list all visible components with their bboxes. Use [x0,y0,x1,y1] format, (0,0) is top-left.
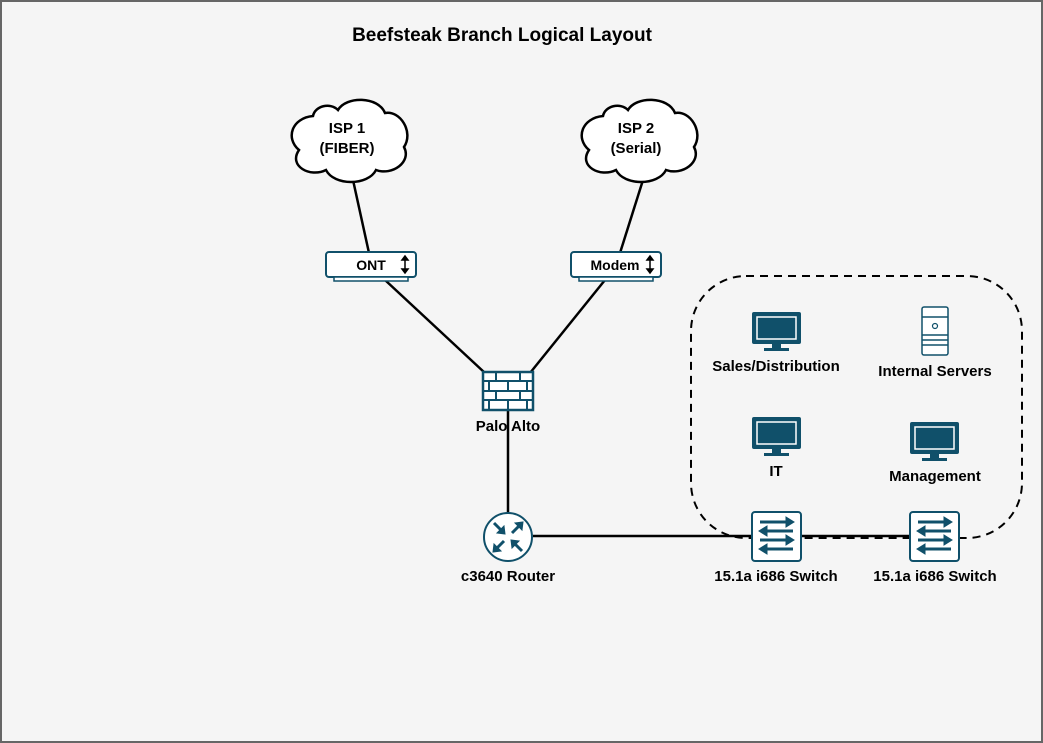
cloud-shape-icon [290,98,409,184]
group-management: Management [889,422,981,485]
ont-device: ONT [325,251,417,282]
group-it: IT [752,417,801,480]
isp2-label-line2: (Serial) [611,140,662,157]
isp1-label-line1: ISP 1 [329,120,365,137]
router-device: c3640 Router [461,512,555,585]
switch-icon [909,511,960,562]
cloud-shape-icon [580,98,699,184]
link-modem-firewall [529,279,606,374]
sales-distribution-label: Sales/Distribution [712,358,840,375]
isp1-label-line2: (FIBER) [320,140,375,157]
switch-icon [751,511,802,562]
up-down-arrow-icon [400,254,410,275]
link-ont-firewall [384,279,486,374]
it-label: IT [769,463,782,480]
monitor-icon [910,422,959,461]
internal-zone-boundary [690,275,1023,539]
monitor-icon [752,312,801,351]
link-isp1-ont [351,179,371,254]
isp2-label-line1: ISP 2 [618,120,654,137]
monitor-icon [752,417,801,456]
connections [351,179,910,538]
isp1-cloud: ISP 1 (FIBER) [290,98,409,184]
group-sales-distribution: Sales/Distribution [712,312,840,375]
router-icon [483,512,533,562]
server-tower-icon [921,306,949,356]
switch-1: 15.1a i686 Switch [714,511,838,585]
firewall-brick-icon [481,370,535,412]
router-label: c3640 Router [461,568,555,585]
group-internal-servers: Internal Servers [878,306,992,380]
management-label: Management [889,468,981,485]
firewall-device: Palo Alto [476,370,540,435]
isp2-cloud: ISP 2 (Serial) [580,98,699,184]
link-isp2-modem [618,179,645,254]
diagram-title: Beefsteak Branch Logical Layout [352,25,653,46]
switch-2: 15.1a i686 Switch [873,511,997,585]
switch-2-label: 15.1a i686 Switch [873,568,996,585]
switch-1-label: 15.1a i686 Switch [714,568,837,585]
ont-label: ONT [356,257,386,273]
modem-device: Modem [570,251,662,282]
up-down-arrow-icon [645,254,655,275]
firewall-label: Palo Alto [476,418,540,435]
modem-label: Modem [591,257,640,273]
internal-servers-label: Internal Servers [878,363,991,380]
